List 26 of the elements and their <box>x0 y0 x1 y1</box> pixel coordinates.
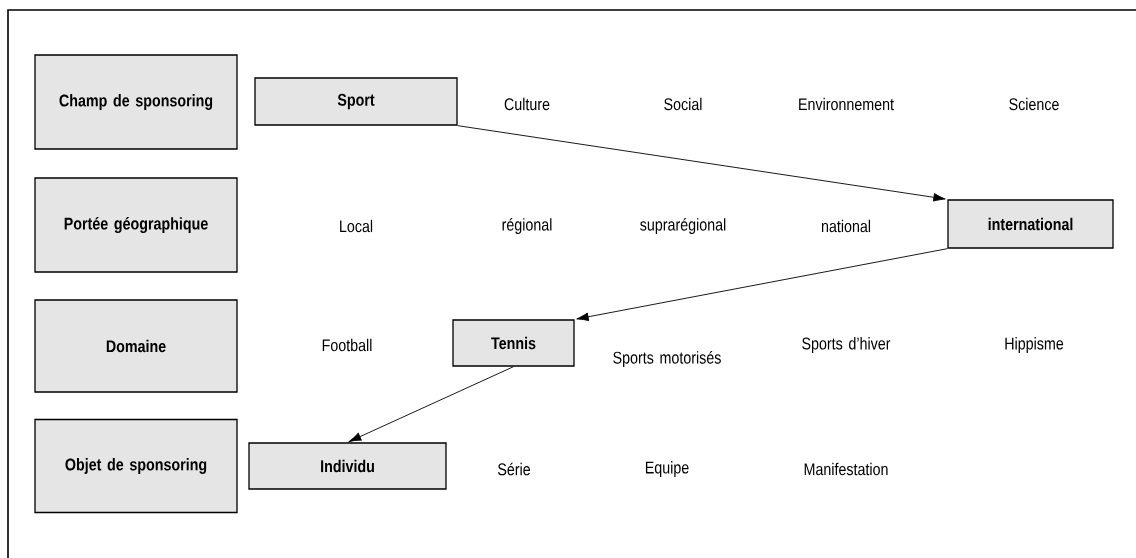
selected-option-box: Sport <box>254 77 458 126</box>
row-header-box: Objet de sponsoring <box>34 418 238 514</box>
option-label: national <box>821 219 871 233</box>
arrow <box>576 248 948 321</box>
selected-option-box: international <box>947 199 1114 249</box>
option-label: régional <box>502 218 552 235</box>
row-header-box: Domaine <box>34 299 238 393</box>
option-label: Equipe <box>645 461 689 477</box>
option-label: Série <box>498 462 531 476</box>
arrow <box>349 366 514 442</box>
option-label: Hippisme <box>1005 337 1064 353</box>
row-header-box: Champ de sponsoring <box>34 54 238 150</box>
option-label: Manifestation <box>804 462 888 476</box>
option-label: Science <box>1009 97 1059 111</box>
option-label: Sports motorisés <box>613 351 721 368</box>
option-label: Culture <box>504 97 550 111</box>
selected-option-box: Individu <box>248 442 447 490</box>
row-header-box: Portée géographique <box>34 177 238 273</box>
option-label: Sports d’hiver <box>802 337 891 353</box>
option-label: suprarégional <box>640 218 726 235</box>
option-label: Local <box>340 219 373 233</box>
option-label: Social <box>664 97 702 111</box>
option-label: Football <box>322 338 372 352</box>
option-label: Environnement <box>799 97 894 111</box>
selected-option-box: Tennis <box>452 319 575 367</box>
arrow <box>457 125 946 202</box>
